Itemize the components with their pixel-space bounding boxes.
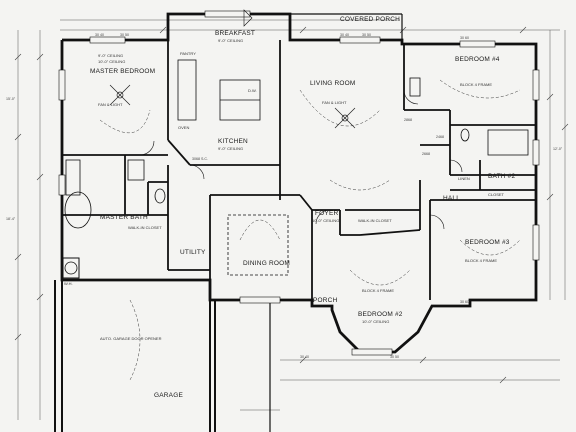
fixtures — [64, 9, 529, 276]
exterior-walls — [60, 12, 538, 354]
master-bedroom-ceiling-2: 10'-0" CEILING — [98, 59, 125, 64]
dim-label-4: 30 50 — [362, 33, 371, 37]
kitchen-label: KITCHEN — [218, 138, 248, 145]
dimension-lines — [17, 19, 566, 420]
dining-room-label: DINING ROOM — [243, 260, 290, 267]
living-room-label: LIVING ROOM — [310, 80, 356, 87]
master-bedroom-ceiling: 9'-0" CEILING — [98, 53, 123, 58]
garage-label: GARAGE — [154, 392, 183, 399]
dim-label-8: 30 60 — [460, 300, 469, 304]
bedroom3-label: BEDROOM #3 — [465, 239, 510, 246]
hall-label: HALL — [443, 195, 460, 202]
dim-label-10: 2668 — [422, 152, 430, 156]
dim-label-11: 2468 — [436, 135, 444, 139]
water-heater — [62, 257, 80, 279]
foyer-ceiling: 10'-0" CEILING — [312, 218, 339, 223]
utility-label: UTILITY — [180, 249, 206, 256]
master-bedroom-label: MASTER BEDROOM — [90, 68, 155, 75]
door-swings — [139, 89, 463, 230]
walk-in-closet-2-label: WALK-IN CLOSET — [358, 218, 392, 223]
dim-label-3: 30 40 — [340, 33, 349, 37]
porch-label: PORCH — [313, 297, 338, 304]
wiring-arcs — [99, 79, 521, 381]
dw-label: D.W. — [248, 88, 257, 93]
bedroom2-ceiling: 10'-0" CEILING — [362, 319, 389, 324]
fan-light-label-1: FAN & LIGHT — [98, 102, 123, 107]
bedroom4-note: BLOCK 4 FRAME — [460, 82, 492, 87]
bedroom4-label: BEDROOM #4 — [455, 56, 500, 63]
dim-label-14: 18'-4" — [6, 217, 16, 221]
dim-label-13: 15'-0" — [6, 97, 16, 101]
bedroom2-label: BEDROOM #2 — [358, 311, 403, 318]
covered-porch-label: COVERED PORCH — [340, 16, 400, 23]
fan-light-label-2: FAN & LIGHT — [322, 100, 347, 105]
windows — [58, 10, 540, 356]
wh-label: W.H. — [64, 281, 73, 286]
kitchen-ceiling: 9'-0" CEILING — [218, 146, 243, 151]
linen-label: LINEN — [458, 176, 470, 181]
dim-label-6: 30 40 — [300, 355, 309, 359]
bedroom3-note: BLOCK 4 FRAME — [465, 258, 497, 263]
oven-label: OVEN — [178, 125, 189, 130]
pantry-label: PANTRY — [180, 51, 196, 56]
closet-label-1: CLOSET — [488, 192, 505, 197]
walk-in-closet-label: WALK-IN CLOSET — [128, 225, 162, 230]
water-heater-tank — [64, 261, 78, 275]
auto-door-label: AUTO. GARAGE DOOR OPENER — [100, 336, 162, 341]
dim-label-7: 30 50 — [390, 355, 399, 359]
dim-label-1: 30 40 — [95, 33, 104, 37]
master-bath-label: MASTER BATH — [100, 214, 148, 221]
dimension-ticks — [14, 26, 569, 384]
dim-label-12: 3068 S.C. — [192, 157, 208, 161]
bedroom2-note: BLOCK 4 FRAME — [362, 288, 394, 293]
dim-label-2: 30 50 — [120, 33, 129, 37]
dim-label-9: 2868 — [404, 118, 412, 122]
foyer-label: FOYER — [315, 210, 338, 217]
breakfast-ceiling: 9'-0" CEILING — [218, 38, 243, 43]
dim-label-15: 12'-0" — [553, 147, 563, 151]
breakfast-label: BREAKFAST — [215, 30, 255, 37]
interior-walls — [62, 40, 536, 300]
garage-walls — [54, 280, 271, 432]
bath2-label: BATH #2 — [488, 173, 515, 180]
dim-label-5: 30 60 — [460, 36, 469, 40]
